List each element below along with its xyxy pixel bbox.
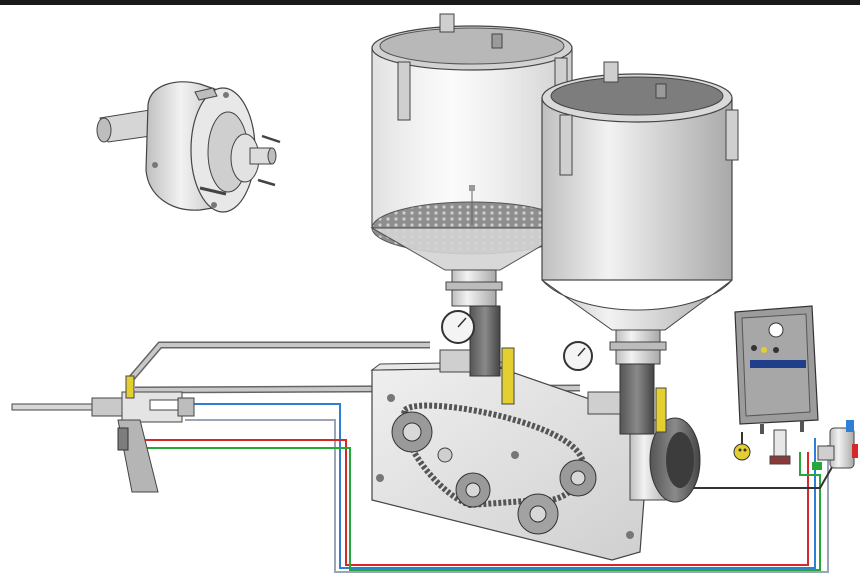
right-pump-column [563, 341, 667, 435]
chain-drive-plate [370, 361, 651, 561]
blue-line [185, 403, 816, 569]
red-line [140, 439, 809, 566]
green-line [130, 447, 821, 571]
motor-cable [690, 461, 836, 489]
opaque-hopper [541, 61, 739, 365]
gauge-icon-left [441, 310, 475, 344]
sprocket-icon-4 [559, 459, 597, 497]
control-knob-icon [768, 322, 784, 338]
rotary-pump-coupling [96, 81, 281, 213]
foot-switch [769, 429, 791, 465]
gauge-icon-right [563, 341, 593, 371]
sprocket-icon-3 [517, 493, 559, 535]
sprocket-icon-1 [391, 411, 433, 453]
left-pump-column [439, 305, 515, 405]
control-box [734, 305, 819, 434]
dispense-gun [11, 375, 195, 493]
sprocket-icon-2 [455, 472, 491, 508]
signal-lines [130, 403, 836, 573]
electrical-outlet [733, 432, 751, 461]
transparent-hopper [370, 13, 574, 307]
top-frame-bar [0, 0, 860, 5]
solenoid-valve [812, 420, 858, 470]
light-grey-line [185, 419, 829, 573]
